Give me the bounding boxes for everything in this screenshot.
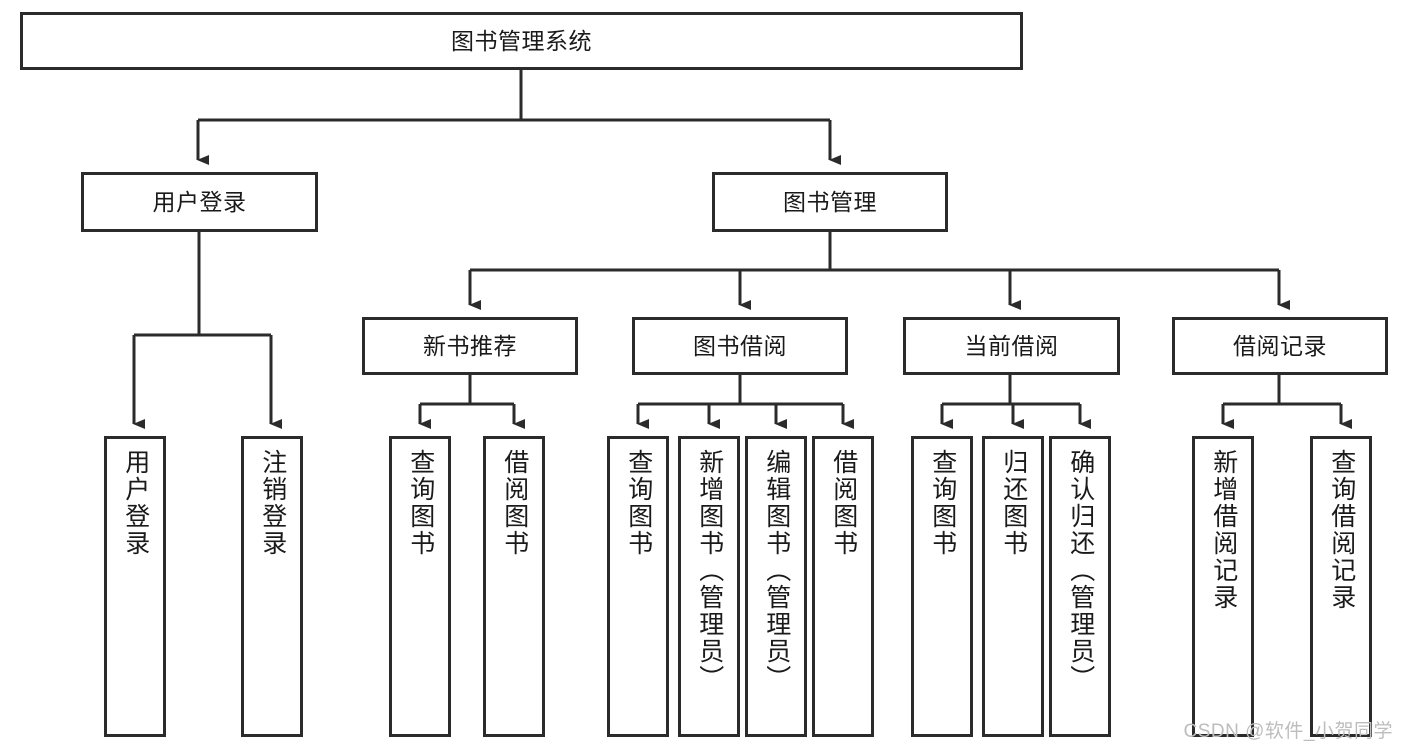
node-current-borrow[interactable]: 当前借阅 (903, 317, 1120, 375)
node-label: 新增借阅记录 (1209, 449, 1238, 611)
node-label: 图书管理系统 (451, 27, 592, 54)
node-label: 新书推荐 (423, 332, 517, 359)
node-label: 查询图书 (624, 449, 653, 557)
node-leaf-borrow-book-2[interactable]: 借阅图书 (812, 436, 874, 737)
node-label: 注销登录 (258, 449, 287, 557)
node-user-login[interactable]: 用户登录 (81, 172, 318, 232)
node-label: 用户登录 (152, 188, 247, 215)
node-leaf-return-book[interactable]: 归还图书 (982, 436, 1044, 737)
node-label: 当前借阅 (964, 332, 1059, 359)
node-borrow-record[interactable]: 借阅记录 (1172, 317, 1388, 375)
node-leaf-add-book-admin[interactable]: 新增图书（管理员） (678, 436, 740, 737)
node-label: 查询借阅记录 (1327, 449, 1356, 611)
node-leaf-add-borrow-record[interactable]: 新增借阅记录 (1192, 436, 1254, 737)
node-label: 用户登录 (121, 449, 150, 557)
csdn-watermark: CSDN @软件_小贺同学 (1183, 721, 1393, 742)
node-leaf-edit-book-admin[interactable]: 编辑图书（管理员） (745, 436, 807, 737)
node-label: 编辑图书（管理员） (762, 449, 791, 692)
node-label: 借阅图书 (500, 449, 529, 557)
node-leaf-query-book-3[interactable]: 查询图书 (911, 436, 973, 737)
node-leaf-query-book-2[interactable]: 查询图书 (607, 436, 669, 737)
node-label: 查询图书 (406, 449, 435, 557)
node-label: 确认归还（管理员） (1066, 449, 1095, 692)
node-label: 借阅图书 (829, 449, 858, 557)
node-new-book-recommend[interactable]: 新书推荐 (362, 317, 578, 375)
node-label: 查询图书 (928, 449, 957, 557)
node-leaf-query-book-1[interactable]: 查询图书 (389, 436, 451, 737)
node-leaf-logout-login[interactable]: 注销登录 (241, 436, 303, 737)
node-label: 借阅记录 (1233, 332, 1327, 359)
node-leaf-borrow-book-1[interactable]: 借阅图书 (483, 436, 545, 737)
node-leaf-query-borrow-record[interactable]: 查询借阅记录 (1310, 436, 1372, 737)
node-root-system[interactable]: 图书管理系统 (20, 12, 1023, 70)
node-book-borrow[interactable]: 图书借阅 (632, 317, 848, 375)
node-label: 新增图书（管理员） (695, 449, 724, 692)
node-leaf-confirm-return-admin[interactable]: 确认归还（管理员） (1049, 436, 1111, 737)
node-label: 归还图书 (999, 449, 1028, 557)
node-book-management[interactable]: 图书管理 (712, 172, 948, 232)
node-leaf-user-login[interactable]: 用户登录 (104, 436, 166, 737)
node-label: 图书借阅 (693, 332, 787, 359)
node-label: 图书管理 (783, 188, 877, 215)
